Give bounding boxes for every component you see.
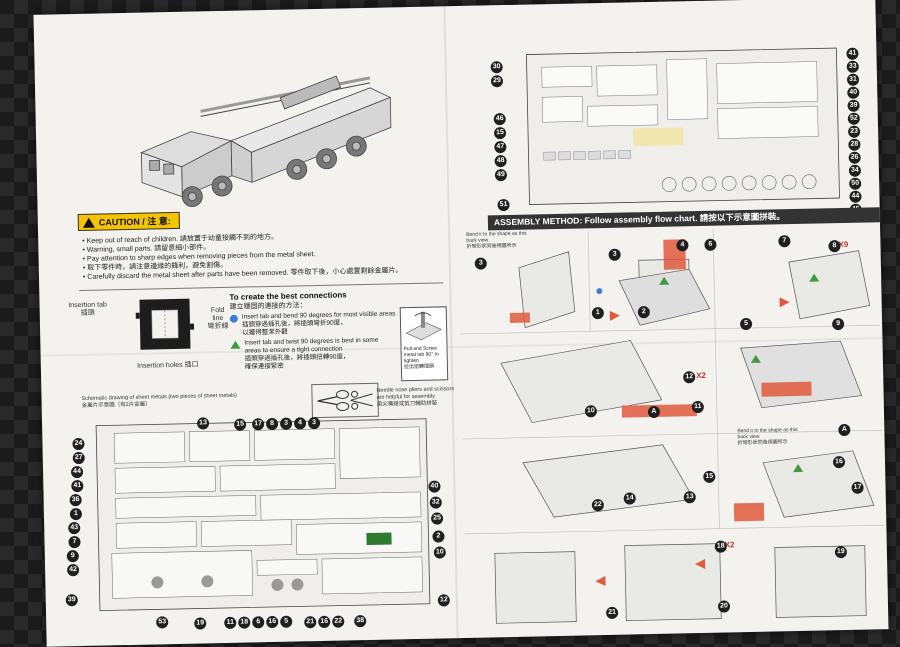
tools-note-zh: 用尖嘴鉗或剪刀輔助拼裝 [376, 400, 438, 408]
insertion-tab-zh: 插頭 [80, 309, 95, 317]
green-triangle-icon [230, 340, 241, 349]
part-badge: 49 [494, 169, 508, 182]
blue-method-text: Insert tab and bend 90 degrees for most … [242, 310, 396, 337]
part-badge: 9 [66, 550, 79, 563]
right-left-badges: 30 29 46 15 47 48 49 51 [33, 0, 875, 212]
sheet-metal-schematic [95, 418, 431, 612]
part-badge: 25 [430, 512, 444, 525]
left-side-badges: 24 27 44 41 36 1 43 7 9 42 39 [33, 0, 875, 607]
part-badge: 46 [493, 113, 506, 126]
step-badges: 3 3 1 2 4 6 5 7 8 9 10 11 12 13 14 15 16… [33, 0, 875, 620]
pull-screw-zh: 拉出扭轉插頭 [403, 363, 435, 371]
caution-heading-text: CAUTION / 注 意: [98, 216, 171, 228]
part-badge: 12 [437, 594, 450, 607]
part-badge: 2 [432, 530, 445, 543]
caution-heading: CAUTION / 注 意: [77, 211, 180, 232]
parts-sheet-diagram [526, 47, 840, 205]
part-badge: 53 [156, 616, 169, 629]
fold-line-zh: 彎折線 [207, 322, 229, 331]
bend-note-2: Bend it to the shape as this back view 折… [737, 427, 807, 446]
part-badge: 48 [494, 155, 507, 168]
green-method-zh2: 確保連接緊密 [244, 362, 284, 371]
truck-illustration [140, 75, 392, 207]
part-badge: 1 [69, 507, 83, 521]
pull-screw-label: Pull and Screw metal tab 90° to tighten … [403, 345, 446, 371]
instruction-sheet: CAUTION / 注 意: Keep out of reach of chil… [33, 0, 889, 647]
part-badge: 15 [493, 127, 507, 140]
part-badge: 7 [68, 536, 81, 549]
pull-screw-en: Pull and Screw metal tab 90° to tighten [403, 345, 439, 365]
part-badge: 39 [65, 594, 78, 607]
pliers-scissors-icon [311, 382, 379, 419]
blue-dot-icon [229, 314, 238, 323]
part-badge: 41 [71, 479, 84, 493]
part-badge: 29 [490, 75, 504, 88]
right-right-badges: 41 33 31 40 39 52 23 28 26 34 50 44 45 [33, 0, 875, 216]
part-badge: 36 [69, 493, 82, 507]
part-badge: 27 [72, 451, 85, 465]
part-badge: 43 [68, 522, 81, 535]
part-badge: 47 [494, 141, 507, 154]
part-badge: 42 [66, 564, 80, 577]
part-badge: 16 [318, 615, 331, 629]
part-badge: 30 [490, 61, 503, 74]
part-badge: 22 [332, 615, 345, 628]
pull-screw-box: Pull and Screw metal tab 90° to tighten … [399, 306, 449, 382]
fold-line-en: Fold line [210, 306, 225, 323]
left-right-badges: 40 32 25 2 10 12 [33, 0, 875, 607]
part-badge: 21 [304, 616, 317, 629]
caution-list: Keep out of reach of children. 請放置于幼童接觸不… [82, 229, 439, 281]
schematic-label: Schematic drawing of sheet metals (two p… [81, 393, 237, 410]
warning-icon [82, 217, 95, 228]
assembly-steps-diagram [460, 228, 885, 624]
green-method-text: Insert tab and twist 90 degrees is best … [244, 336, 395, 371]
left-bottom-badges: 53 19 11 18 6 16 5 21 16 22 38 [33, 0, 875, 630]
caution-block: CAUTION / 注 意: Keep out of reach of chil… [77, 206, 439, 281]
part-badge: 10 [433, 546, 446, 559]
fold-line-label: Fold line 彎折線 [205, 307, 231, 332]
part-badge: 16 [266, 615, 279, 629]
part-badge: 18 [238, 616, 251, 629]
part-badge: 24 [72, 437, 85, 451]
part-badge: 5 [280, 615, 293, 628]
insertion-diagram [135, 298, 195, 350]
part-badge: 19 [194, 617, 207, 630]
part-badge: 44 [70, 465, 84, 479]
bend-note: Bend it to the shape as this back view 折… [466, 230, 536, 250]
pull-screw-icon [405, 311, 442, 341]
part-badge: 6 [252, 616, 265, 629]
part-badge: 51 [497, 198, 510, 212]
left-top-badges: 13 15 17 8 3 4 3 [33, 0, 875, 431]
tools-note: Needle nose pliers and scissors are help… [376, 386, 456, 409]
part-badge: 11 [224, 616, 237, 630]
insertion-tab-label: Insertion tab 插頭 [67, 301, 107, 318]
part-badge: 38 [354, 615, 367, 628]
x2-tag: X2 [696, 370, 707, 381]
